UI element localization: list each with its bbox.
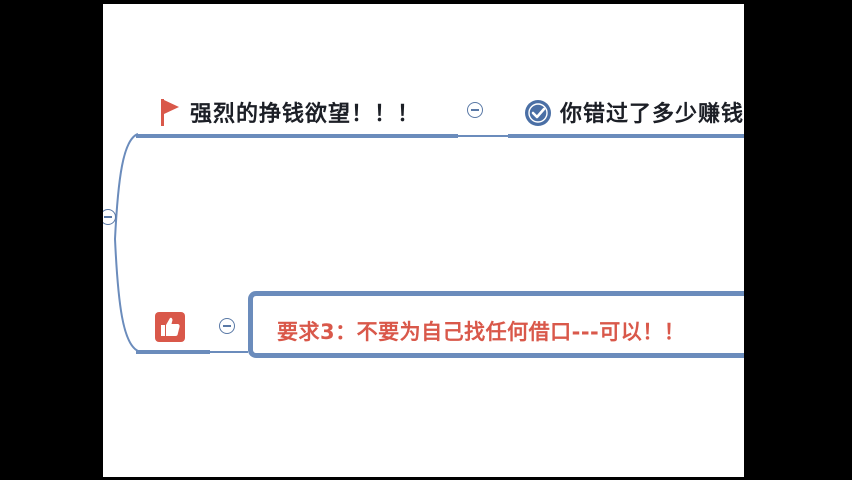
node-top-label[interactable]: 强烈的挣钱欲望！！！ [190, 102, 421, 127]
red-flag-icon [161, 99, 179, 126]
root-collapse-button[interactable] [103, 209, 116, 225]
branch-connectors [114, 133, 744, 354]
branch-curve-top [114, 133, 139, 240]
top-node-collapse-button[interactable] [467, 102, 483, 118]
bottom-node-collapse-button[interactable] [219, 318, 235, 334]
node-top-child-label[interactable]: 你错过了多少赚钱 [560, 102, 744, 127]
thumbs-up-icon [155, 312, 185, 342]
mindmap-canvas: 强烈的挣钱欲望！！！ 你错过了多少赚钱 要求3：不要为自己找任何借口---可以！… [103, 4, 744, 477]
node-bottom-child-label[interactable]: 要求3：不要为自己找任何借口---可以！！ [277, 320, 686, 344]
check-circle-icon [525, 100, 551, 126]
branch-curve-bottom [114, 238, 139, 352]
requirement-node-frame[interactable] [248, 291, 744, 358]
